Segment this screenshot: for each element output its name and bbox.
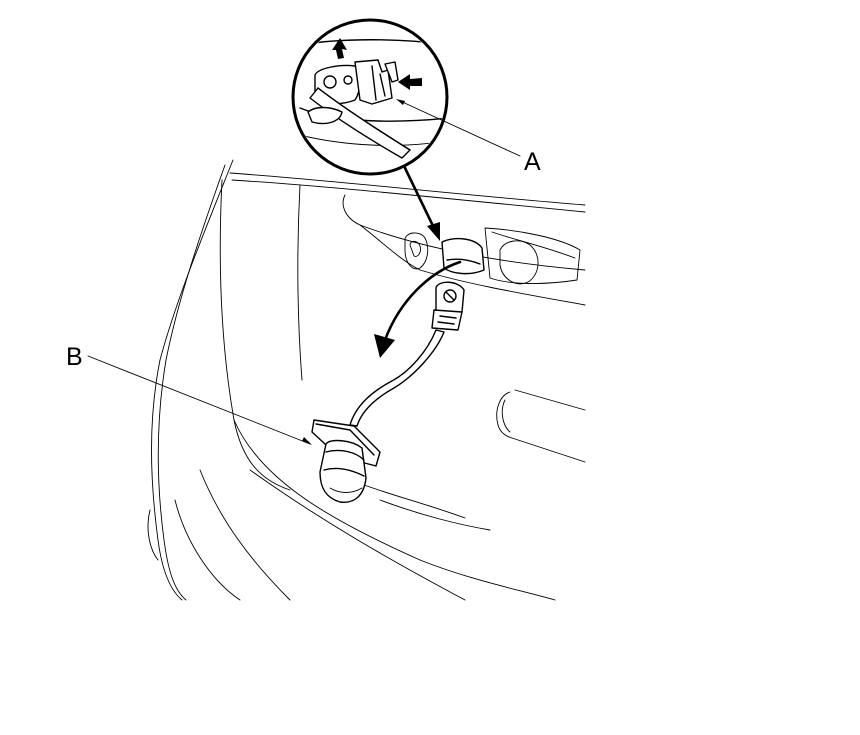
detail-pointer-arrow: [403, 166, 440, 241]
detail-circle: [291, 18, 449, 176]
component-b: [311, 419, 381, 503]
leader-line-a: [397, 99, 521, 157]
callout-label-a: A: [524, 148, 541, 176]
arrow-left-icon: [398, 74, 422, 90]
arrow-up-icon: [332, 38, 347, 59]
callout-label-b: B: [66, 343, 83, 371]
wire-harness: [349, 281, 465, 427]
removal-arrow: [374, 260, 462, 358]
vehicle-body-panel: [147, 159, 586, 601]
detail-contents: [299, 39, 445, 159]
lamp-socket-location: [441, 237, 485, 275]
leader-line-b: [87, 355, 311, 445]
